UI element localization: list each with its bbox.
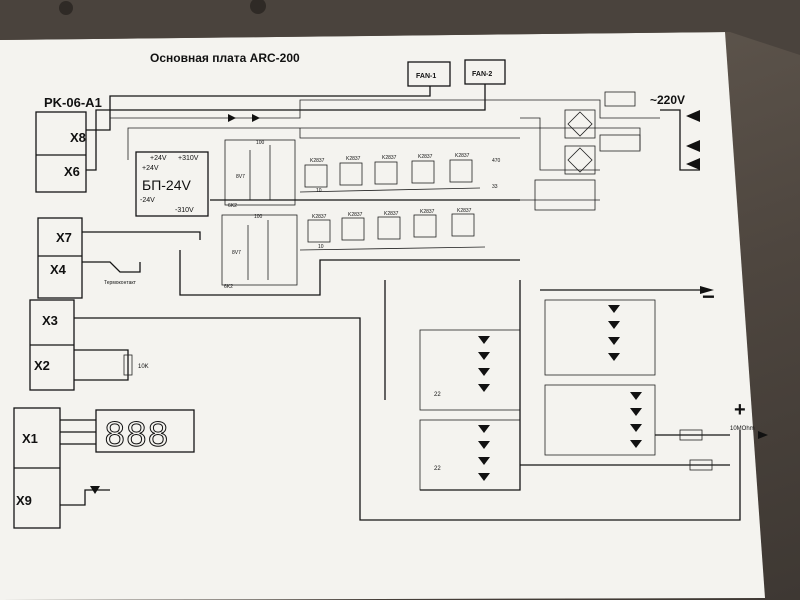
fan-1-label: FAN-1 <box>416 73 436 80</box>
fan-1-box <box>407 61 451 87</box>
connector-x9: X9 <box>16 493 32 508</box>
x3-wire <box>74 317 741 521</box>
transistor-label: K2837 <box>457 208 472 214</box>
fan-2-label: FAN-2 <box>472 71 492 78</box>
display-box <box>95 409 195 453</box>
display-digits: 888 <box>104 416 169 457</box>
connector-x7: X7 <box>56 230 72 245</box>
pot-resistor <box>123 354 133 376</box>
psu-name: БП-24V <box>142 177 191 193</box>
res-6k2-upper: 6K2 <box>228 203 237 209</box>
transistor-label: K2837 <box>384 211 399 217</box>
pot-wiring <box>74 349 129 381</box>
transistor-label: K2837 <box>310 158 325 164</box>
res-100-lower: 100 <box>254 214 263 220</box>
transistor-row-upper <box>299 159 481 193</box>
connector-x4: X4 <box>50 262 67 277</box>
transistor-label: K2837 <box>418 154 433 160</box>
gate-resistor-label: 10 <box>318 244 324 250</box>
psu-box <box>135 151 209 217</box>
connector-x1: X1 <box>22 431 38 446</box>
res-100-upper: 100 <box>256 140 265 146</box>
psu-minus310: -310V <box>175 207 194 214</box>
snubber-value: 22 <box>434 392 441 398</box>
plus-terminal: + <box>734 399 746 421</box>
psu-plus24: +24V <box>150 155 167 162</box>
zener-label-upper: 8V7 <box>236 174 245 180</box>
pot-label: 10K <box>138 364 149 370</box>
psu-plus310: +310V <box>178 155 199 162</box>
res-470-label: 470 <box>492 158 501 164</box>
transistor-row-lower <box>299 213 486 251</box>
snubber-value: 22 <box>434 466 441 472</box>
connector-x2: X2 <box>34 358 50 373</box>
mains-label: ~220V <box>650 93 685 107</box>
psu-plus24b: +24V <box>142 165 159 172</box>
led-symbol <box>90 486 100 494</box>
connector-x6: X6 <box>64 164 80 179</box>
res-33-label: 33 <box>492 184 498 190</box>
connector-x3: X3 <box>42 313 58 328</box>
thermostat-label: Термоконтакт <box>104 280 137 286</box>
shunt-label: 10MOhm <box>730 426 755 432</box>
psu-minus24: -24V <box>140 197 155 204</box>
zener-label-lower: 8V7 <box>232 250 241 256</box>
gate-driver-lower <box>179 214 520 296</box>
transistor-label: K2837 <box>455 153 470 159</box>
transistor-label: K2837 <box>312 214 327 220</box>
transistor-label: K2837 <box>420 209 435 215</box>
thermostat-wiring <box>82 261 141 273</box>
connector-x8: X8 <box>70 130 86 145</box>
top-wiring <box>86 84 660 171</box>
board-label: PK-06-A1 <box>44 95 102 110</box>
connector-block <box>13 111 87 529</box>
gate-driver-upper <box>210 139 520 206</box>
diode-stack <box>478 305 642 481</box>
transistor-label: K2837 <box>348 212 363 218</box>
transistor-label: K2837 <box>382 155 397 161</box>
mains-rectifier <box>520 91 700 211</box>
paper <box>0 32 765 600</box>
binder-ring-shadow <box>0 0 800 55</box>
transistor-label: K2837 <box>346 156 361 162</box>
gate-resistor-label: 10 <box>316 188 322 194</box>
diagram-title: Основная плата ARC-200 <box>150 51 300 65</box>
res-6k2-lower: 6K2 <box>224 284 233 290</box>
x7-wire <box>82 231 201 240</box>
output-rectifier <box>384 280 768 491</box>
binder-hole <box>59 1 73 15</box>
minus-terminal: − <box>702 284 715 309</box>
binder-hole <box>250 0 266 14</box>
